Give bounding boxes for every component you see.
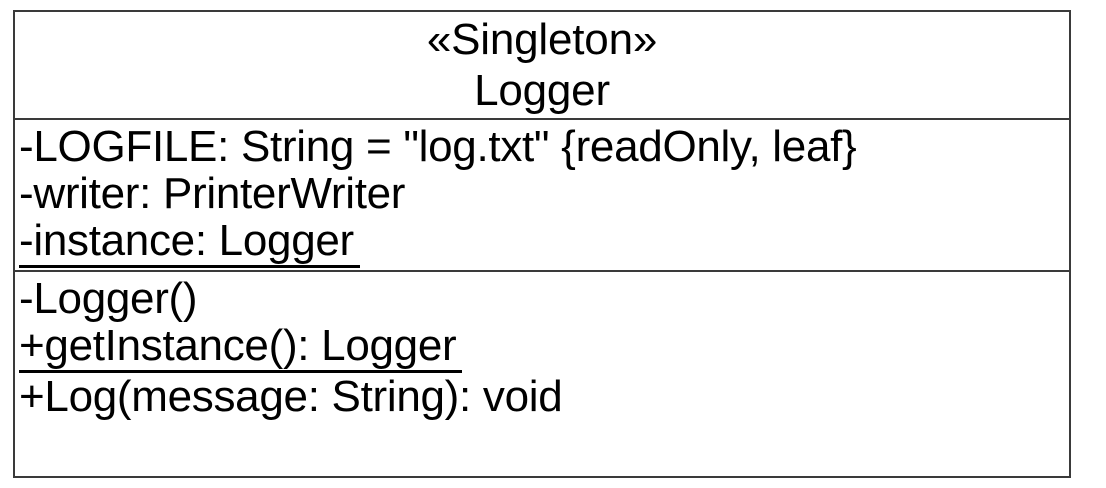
attribute-label: -instance: Logger xyxy=(19,217,360,268)
operation-row[interactable]: -Logger() xyxy=(19,275,1069,322)
operation-label: +Log(message: String): void xyxy=(19,372,563,421)
uml-class-box-logger[interactable]: «Singleton» Logger -LOGFILE: String = "l… xyxy=(13,10,1071,478)
class-stereotype: «Singleton» xyxy=(426,15,658,64)
operations-compartment: -Logger() +getInstance(): Logger +Log(me… xyxy=(15,272,1069,476)
attributes-compartment: -LOGFILE: String = "log.txt" {readOnly, … xyxy=(15,120,1069,272)
operation-row-static[interactable]: +getInstance(): Logger xyxy=(19,322,1069,373)
class-name: Logger xyxy=(474,66,610,115)
operation-label: -Logger() xyxy=(19,274,198,323)
attribute-row-static[interactable]: -instance: Logger xyxy=(19,217,1069,268)
attribute-row[interactable]: -writer: PrinterWriter xyxy=(19,170,1069,217)
attribute-label: -LOGFILE: String = "log.txt" {readOnly, … xyxy=(19,122,857,171)
operation-label: +getInstance(): Logger xyxy=(19,322,463,373)
attribute-row[interactable]: -LOGFILE: String = "log.txt" {readOnly, … xyxy=(19,123,1069,170)
operation-row[interactable]: +Log(message: String): void xyxy=(19,373,1069,420)
attribute-label: -writer: PrinterWriter xyxy=(19,169,406,218)
class-name-compartment: «Singleton» Logger xyxy=(15,12,1069,120)
